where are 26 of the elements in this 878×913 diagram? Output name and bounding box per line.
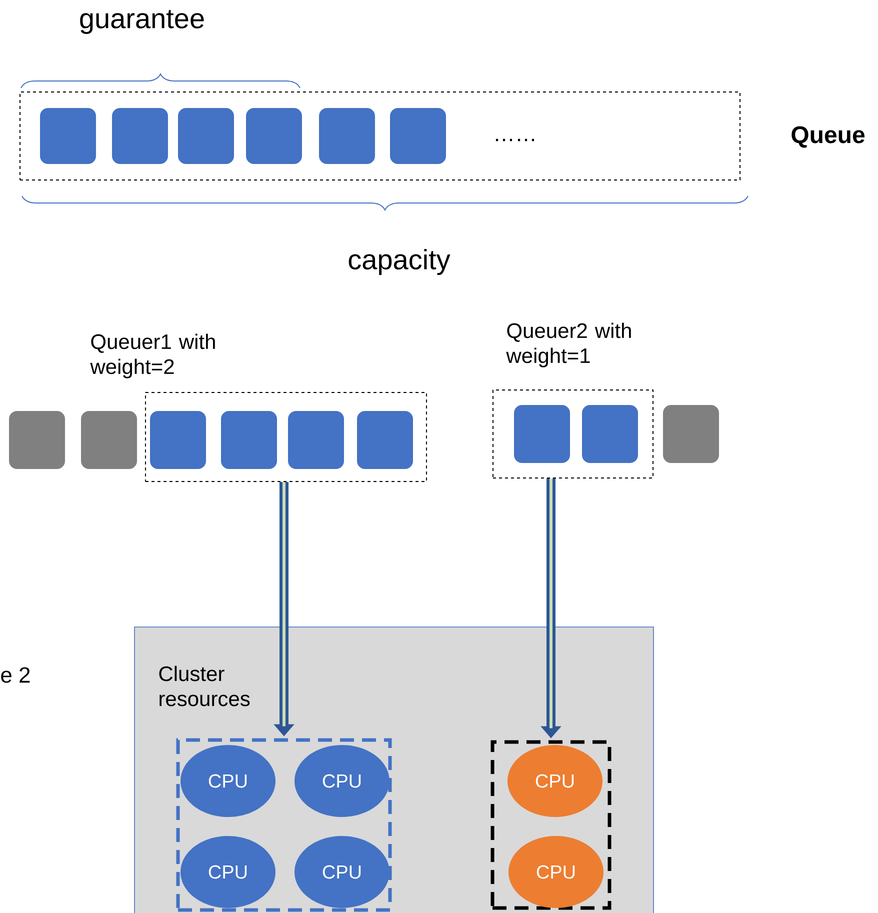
job-square	[221, 411, 277, 469]
job-square	[81, 411, 137, 469]
job-square	[40, 108, 96, 164]
job-square	[112, 108, 168, 164]
job-square	[514, 405, 570, 463]
bracket-label: guarantee	[80, 10, 204, 34]
job-square	[246, 108, 302, 164]
job-square	[319, 108, 375, 164]
cut-off-text: e 2	[1, 667, 30, 683]
job-square	[582, 405, 638, 463]
queue-title: Queue	[792, 126, 865, 148]
queue-label: Queuer2 with weight=1	[506, 322, 631, 368]
job-square	[178, 108, 234, 164]
node-label: CPU	[322, 774, 361, 788]
panel-label: Cluster resources	[159, 666, 250, 706]
dashed-box	[490, 740, 612, 910]
job-square	[390, 108, 446, 164]
job-square	[288, 411, 344, 469]
job-square	[357, 411, 413, 469]
node-label: ……	[496, 138, 534, 142]
queue-label: Queuer1 with weight=2	[90, 334, 215, 378]
job-square	[663, 405, 719, 463]
dashed-box	[176, 738, 392, 912]
job-square	[9, 411, 65, 469]
job-square	[150, 411, 206, 469]
bracket-label: capacity	[348, 248, 450, 276]
